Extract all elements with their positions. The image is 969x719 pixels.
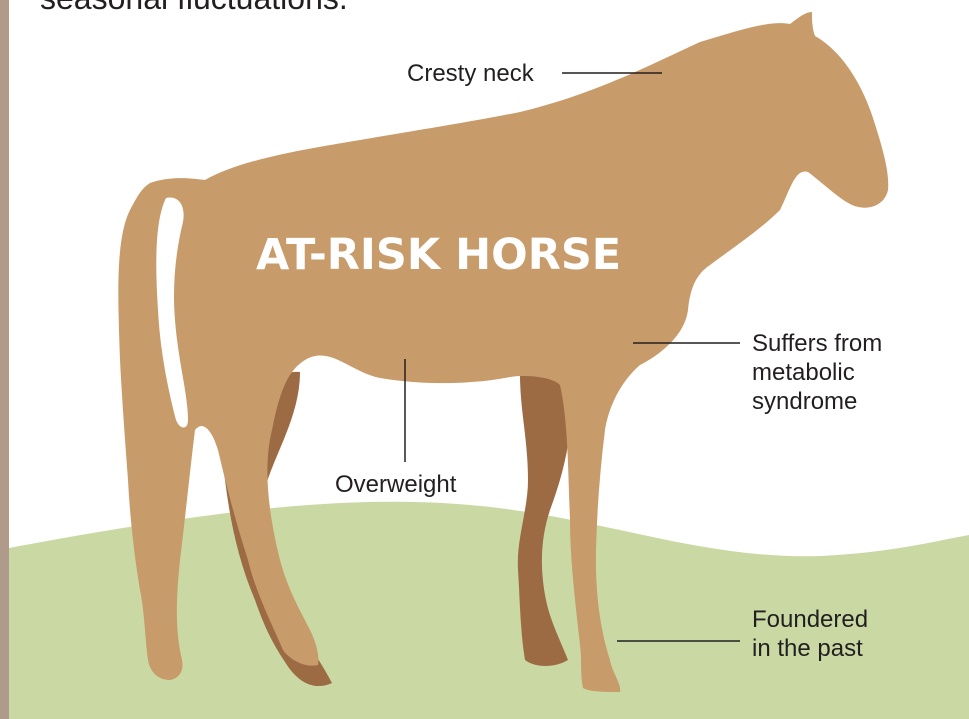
foundered-line-1: Foundered bbox=[752, 605, 868, 634]
foundered-line-2: in the past bbox=[752, 634, 868, 663]
foundered-label: Foundered in the past bbox=[752, 605, 868, 663]
metabolic-line-3: syndrome bbox=[752, 387, 882, 416]
cresty-neck-label: Cresty neck bbox=[407, 59, 534, 88]
metabolic-line-1: Suffers from bbox=[752, 329, 882, 358]
overweight-label: Overweight bbox=[335, 470, 456, 499]
diagram-title: AT-RISK HORSE bbox=[256, 230, 621, 280]
metabolic-line-2: metabolic bbox=[752, 358, 882, 387]
metabolic-syndrome-label: Suffers from metabolic syndrome bbox=[752, 329, 882, 416]
